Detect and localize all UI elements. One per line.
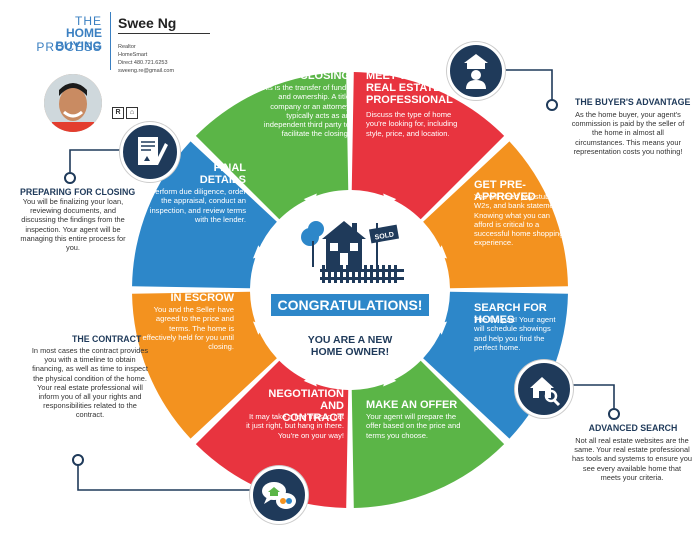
escrow-body: You and the Seller have agreed to the pr…: [142, 305, 234, 352]
closing-body: This is the transfer of funds and owners…: [258, 83, 350, 139]
agent-photo: [44, 74, 102, 132]
new-owner-line2: HOME OWNER!: [310, 346, 390, 358]
final-title: FINAL DETAILS: [199, 162, 246, 186]
agent-email: sweeng.re@gmail.com: [118, 68, 175, 74]
seg-closing: [195, 72, 349, 220]
search-body: The fun part! Your agent will schedule s…: [474, 315, 556, 352]
agent-divider: [118, 33, 210, 34]
connector-advantage: [503, 69, 553, 100]
advantage-title: THE BUYER'S ADVANTAGE: [575, 97, 691, 107]
seg-offer: [351, 360, 505, 508]
agent-phone: Direct 480.721.6253: [118, 60, 168, 66]
offer-body: Your agent will prepare the offer based …: [366, 412, 461, 440]
document-sign-icon: [120, 122, 180, 182]
search-title: SEARCH FOR HOMES: [474, 302, 547, 326]
negotiation-title: NEGOTIATION AND CONTRACT: [268, 388, 344, 424]
offer-title: MAKE AN OFFER: [366, 399, 458, 411]
agent-role: Realtor: [118, 44, 136, 50]
sold-sign-text: SOLD: [374, 231, 394, 241]
advanced-body: Not all real estate websites are the sam…: [572, 436, 692, 482]
preapproved-body: You will need pay stubs, W2s, and bank s…: [474, 192, 567, 248]
header-divider: [110, 12, 111, 70]
equal-housing-icon: ⌂: [126, 107, 138, 119]
seg-preapproved: [423, 141, 568, 289]
preparing-body: You will be finalizing your loan, review…: [20, 197, 126, 253]
negotiation-body: It may take a few tries to get it just r…: [246, 412, 344, 440]
escrow-title: IN ESCROW: [170, 292, 234, 304]
house-illustration: SOLD: [301, 221, 404, 283]
seg-meet: [351, 72, 505, 220]
title-process: PROCESS: [36, 40, 102, 54]
advanced-title: ADVANCED SEARCH: [588, 423, 678, 433]
connector-contract: [77, 465, 265, 491]
advantage-body: As the home buyer, your agent's commissi…: [571, 110, 685, 156]
final-body: Perform due diligence, order the apprais…: [149, 187, 246, 224]
new-owner-line1: YOU ARE A NEW: [307, 334, 393, 346]
closing-title: CLOSING: [299, 70, 350, 82]
title-the: THE: [75, 14, 102, 28]
connector-advanced: [560, 384, 615, 408]
contract-body: In most cases the contract provides you …: [31, 346, 149, 420]
seg-negotiation: [195, 360, 349, 508]
realtor-logo-icon: R: [112, 107, 124, 119]
seg-final: [132, 141, 277, 289]
preparing-title: PREPARING FOR CLOSING: [20, 187, 136, 197]
buyer-agent-icon: [447, 42, 505, 100]
preapproved-title: GET PRE-APPROVED: [474, 179, 536, 203]
agent-company: HomeSmart: [118, 52, 148, 58]
contract-title: THE CONTRACT: [72, 334, 142, 344]
seg-escrow: [132, 291, 277, 439]
agent-name: Swee Ng: [118, 15, 177, 31]
congratulations-banner: CONGRATULATIONS!: [271, 294, 429, 316]
meet-title: MEET WITH A REAL ESTATE PROFESSIONAL: [366, 70, 453, 106]
title-main: HOME BUYING: [55, 26, 102, 53]
house-search-icon: [515, 360, 573, 418]
meet-body: Discuss the type of home you're looking …: [366, 110, 458, 138]
chat-money-icon: [250, 466, 308, 524]
